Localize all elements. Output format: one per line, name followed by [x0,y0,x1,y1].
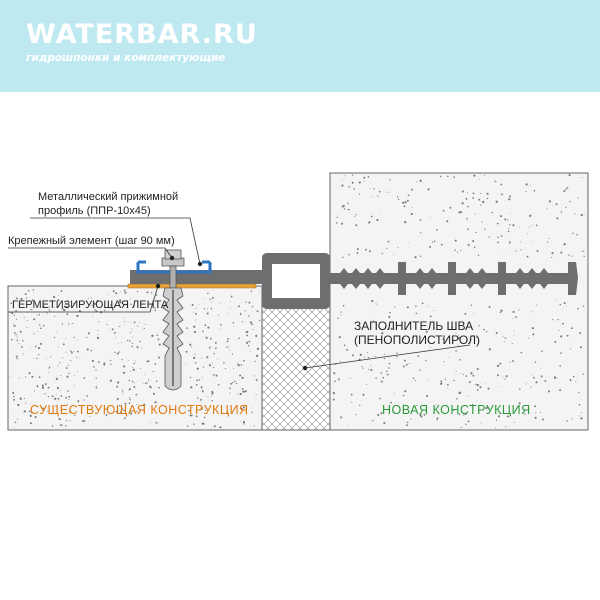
brand-logo[interactable]: WATERBAR.RU [26,19,258,50]
existing-structure-label: СУЩЕСТВУЮЩАЯ КОНСТРУКЦИЯ [30,403,249,417]
brand-tagline: гидрошпонки и комплектующие [26,52,226,64]
fastener-label: Крепежный элемент (шаг 90 мм) [8,235,175,247]
filler-label-line2: (ПЕНОПОЛИСТИРОЛ) [354,333,480,347]
leader-dot [302,365,308,371]
concrete-speckles [9,173,585,429]
leader-dot [169,255,175,261]
profile-label-line2: профиль (ППР-10х45) [38,205,151,217]
leader-dot [197,261,203,267]
new-structure-label: НОВАЯ КОНСТРУКЦИЯ [382,403,531,417]
waterstop-serration [340,268,548,289]
header-banner: WATERBAR.RU гидрошпонки и комплектующие [0,0,600,92]
sealing-tape [127,283,257,289]
anchor-bolt [161,249,185,391]
waterstop-anchor-ribs [398,262,506,295]
joint-filler [261,303,331,431]
leader-lines [8,217,471,369]
profile-label-line1: Металлический прижимной [38,191,179,203]
filler-label-line1: ЗАПОЛНИТЕЛЬ ШВА [354,319,474,333]
waterstop-center-bulb [262,253,330,309]
waterstop-right-flange-end [568,262,578,295]
leader-dot [155,283,161,289]
sealing-tape-label: ГЕРМЕТИЗИРУЮЩАЯ ЛЕНТА [12,299,169,311]
